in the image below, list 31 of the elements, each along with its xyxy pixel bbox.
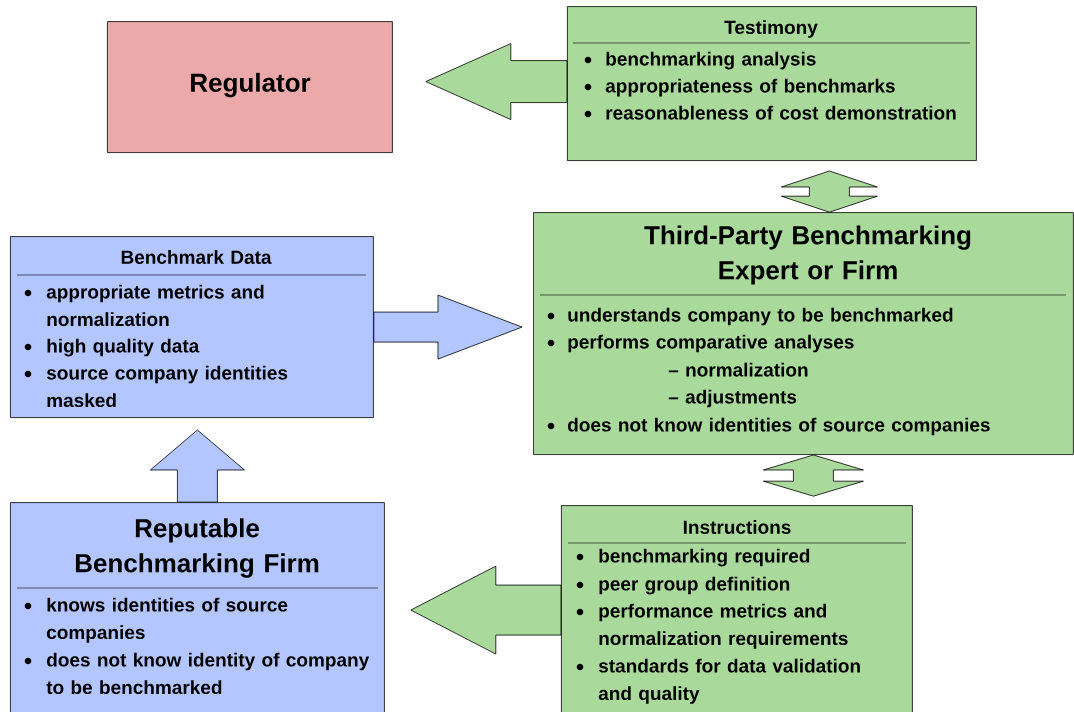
list-item: benchmarking required: [599, 548, 810, 567]
block-arrow: [425, 43, 568, 120]
heading: Regulator: [191, 72, 311, 98]
block-arrow: [373, 294, 523, 360]
process-box: [561, 505, 913, 712]
list-item: understands company to be benchmarked: [568, 307, 953, 326]
heading: Benchmark Data: [121, 250, 272, 264]
heading: Testimony: [724, 20, 818, 38]
process-box: [10, 502, 385, 712]
list-item: does not know identities of source companies: [568, 417, 990, 436]
process-box: [10, 236, 374, 418]
list-item: performs comparative analyses: [568, 334, 854, 353]
list-item: standards for data validation and quality: [598, 658, 860, 704]
block-arrow: [410, 565, 562, 655]
heading: Third-Party Benchmarking Expert or Firm: [644, 225, 971, 285]
list-item: source company identities masked: [46, 365, 288, 408]
list-item: appropriateness of benchmarks: [605, 78, 895, 97]
list-item: high quality data: [47, 338, 200, 357]
heading: Instructions: [683, 520, 791, 534]
process-box: [567, 6, 977, 161]
process-box: [533, 212, 1074, 455]
list-item: – normalization: [668, 362, 808, 377]
process-box: [107, 21, 393, 153]
list-item: – adjustments: [668, 389, 797, 408]
block-arrow: [150, 429, 245, 503]
heading: Reputable Benchmarking Firm: [75, 518, 319, 578]
list-item: benchmarking analysis: [606, 51, 816, 70]
list-item: does not know identity of company to be benchmarked: [46, 652, 370, 695]
list-item: peer group definition: [599, 576, 790, 595]
block-arrow: [781, 170, 878, 213]
list-item: reasonableness of cost demonstration: [606, 105, 956, 120]
